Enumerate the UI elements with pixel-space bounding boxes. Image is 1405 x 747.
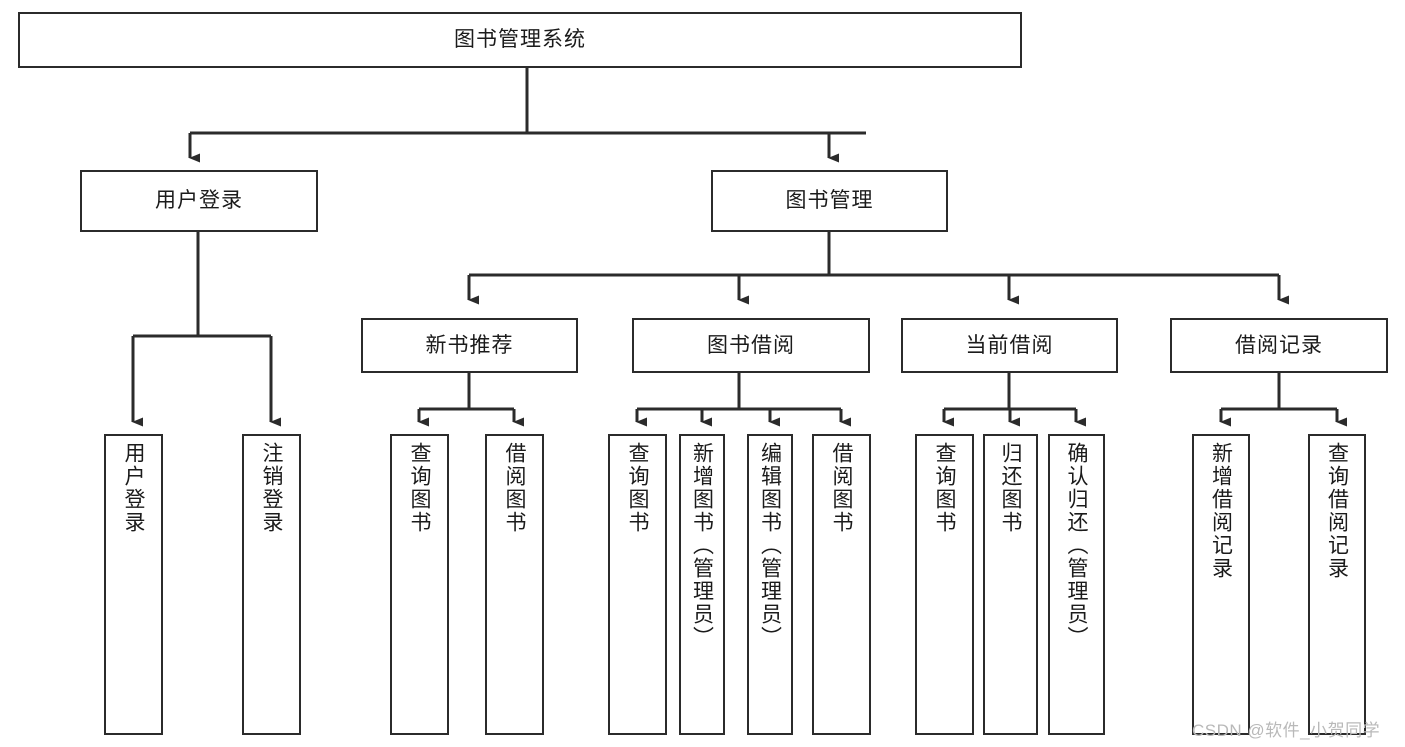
node-book-borrow[interactable]: 图书借阅 <box>632 318 870 373</box>
node-label: 确认归还（管理员） <box>1065 442 1088 649</box>
node-label: 注销登录 <box>260 442 283 534</box>
node-root-book-management-system[interactable]: 图书管理系统 <box>18 12 1022 68</box>
leaf-add-borrow-record[interactable]: 新增借阅记录 <box>1192 434 1250 735</box>
node-label: 图书管理 <box>785 189 874 213</box>
node-label: 查询借阅记录 <box>1325 442 1349 580</box>
edges-root-to-level2 <box>188 68 866 163</box>
leaf-confirm-return-admin[interactable]: 确认归还（管理员） <box>1048 434 1105 735</box>
leaf-return-book[interactable]: 归还图书 <box>983 434 1038 735</box>
leaf-query-book-current[interactable]: 查询图书 <box>915 434 974 735</box>
node-label: 用户登录 <box>122 442 145 534</box>
node-label: 编辑图书（管理员） <box>758 442 782 649</box>
node-label: 查询图书 <box>933 442 956 534</box>
leaf-borrow-book-borrow[interactable]: 借阅图书 <box>812 434 871 735</box>
node-user-login[interactable]: 用户登录 <box>80 170 318 232</box>
node-book-management[interactable]: 图书管理 <box>711 170 948 232</box>
leaf-query-book-recommend[interactable]: 查询图书 <box>390 434 449 735</box>
leaf-query-book-borrow[interactable]: 查询图书 <box>608 434 667 735</box>
node-current-borrow[interactable]: 当前借阅 <box>901 318 1118 373</box>
node-new-book-recommend[interactable]: 新书推荐 <box>361 318 578 373</box>
node-label: 当前借阅 <box>965 333 1054 357</box>
node-label: 图书管理系统 <box>454 28 586 52</box>
node-label: 新书推荐 <box>425 333 514 357</box>
node-label: 借阅记录 <box>1235 333 1323 357</box>
node-label: 查询图书 <box>626 442 649 534</box>
node-label: 用户登录 <box>155 189 243 213</box>
leaf-edit-book-admin[interactable]: 编辑图书（管理员） <box>747 434 793 735</box>
leaf-borrow-book-recommend[interactable]: 借阅图书 <box>485 434 544 735</box>
edges-currentborrow-to-leaves <box>942 373 1086 427</box>
leaf-logout-login[interactable]: 注销登录 <box>242 434 301 735</box>
edges-userlogin-to-leaves <box>131 232 281 427</box>
edges-bookmanage-to-level3 <box>467 232 1289 305</box>
edges-borrowrecord-to-leaves <box>1219 373 1347 427</box>
edges-newbook-to-leaves <box>417 373 524 427</box>
leaf-query-borrow-record[interactable]: 查询借阅记录 <box>1308 434 1366 735</box>
leaf-user-login[interactable]: 用户登录 <box>104 434 163 735</box>
node-label: 新增借阅记录 <box>1209 442 1233 580</box>
node-label: 图书借阅 <box>707 333 795 357</box>
edges-bookborrow-to-leaves <box>635 373 851 427</box>
node-borrow-record[interactable]: 借阅记录 <box>1170 318 1388 373</box>
node-label: 借阅图书 <box>503 442 526 534</box>
leaf-add-book-admin[interactable]: 新增图书（管理员） <box>679 434 725 735</box>
node-label: 借阅图书 <box>830 442 853 534</box>
node-label: 归还图书 <box>999 442 1022 534</box>
node-label: 查询图书 <box>408 442 431 534</box>
node-label: 新增图书（管理员） <box>690 442 714 649</box>
